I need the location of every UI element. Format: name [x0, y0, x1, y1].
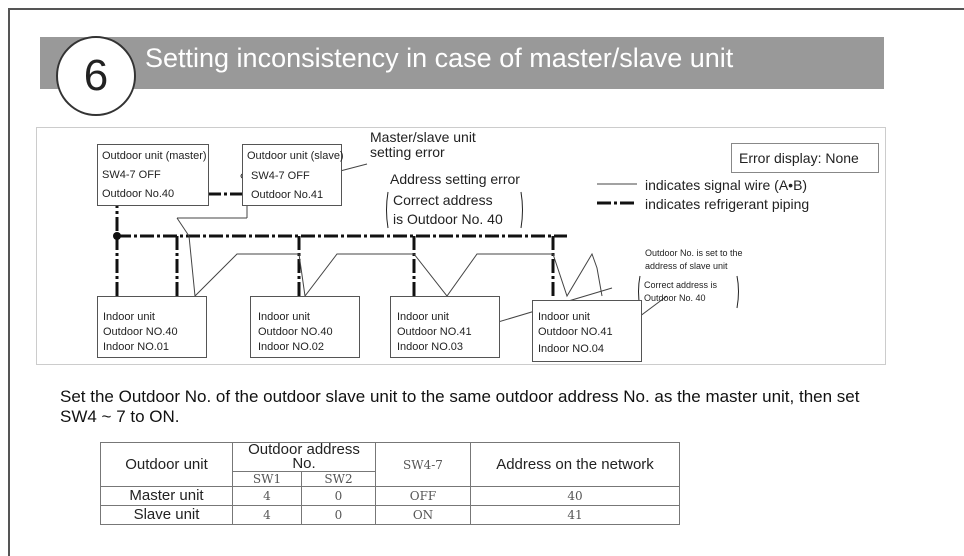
slave-outdoor-no: Outdoor No.41 — [251, 189, 324, 201]
row-unit: Master unit — [100, 486, 233, 506]
indoor-unit-3: Indoor unit Outdoor NO.41 Indoor NO.03 — [390, 296, 500, 358]
outdoor-master-box: Outdoor unit (master) SW4-7 OFF Outdoor … — [97, 144, 209, 206]
table-row: Master unit 4 0 OFF 40 — [100, 486, 680, 506]
indoor-unit-2: Indoor unit Outdoor NO.40 Indoor NO.02 — [250, 296, 360, 358]
header-outdoor-address: Outdoor address No. — [232, 442, 376, 472]
table-subheader-row: SW1 SW2 — [101, 471, 680, 487]
indoor-note-1: Outdoor No. is set to the — [645, 248, 743, 258]
header-sw2: SW2 — [301, 471, 376, 487]
indoor-note-4: Outdoor No. 40 — [644, 293, 706, 303]
row-sw47: OFF — [375, 486, 471, 506]
header-network: Address on the network — [470, 442, 680, 487]
indoor-note-2: address of slave unit — [645, 261, 728, 271]
slave-sw: SW4-7 OFF — [251, 170, 310, 182]
legend-marks — [597, 183, 637, 205]
indoor-unit-3-name: Indoor unit — [397, 311, 449, 323]
indoor-unit-2-name: Indoor unit — [258, 311, 310, 323]
indoor-unit-3-outdoor: Outdoor NO.41 — [397, 326, 472, 338]
table-row: Slave unit 4 0 ON 41 — [100, 505, 680, 525]
row-sw47: ON — [375, 505, 471, 525]
row-network: 40 — [470, 486, 680, 506]
master-outdoor-no: Outdoor No.40 — [102, 188, 175, 200]
table-header-row: Outdoor unit Outdoor address No. SW4-7 A… — [100, 442, 680, 487]
indoor-unit-1-name: Indoor unit — [103, 311, 155, 323]
indoor-unit-4-indoor: Indoor NO.04 — [538, 343, 605, 355]
page-frame — [8, 8, 964, 556]
outdoor-slave-box: Outdoor unit (slave) SW4-7 OFF Outdoor N… — [242, 144, 344, 206]
master-slave-error-label-2: setting error — [370, 144, 445, 160]
row-sw1: 4 — [232, 505, 302, 525]
address-error-label: Address setting error — [390, 171, 520, 187]
row-network: 41 — [470, 505, 680, 525]
indoor-note-3: Correct address is — [644, 280, 718, 290]
correct-address-value: is Outdoor No. 40 — [393, 211, 503, 227]
row-sw2: 0 — [301, 505, 376, 525]
indoor-unit-1-outdoor: Outdoor NO.40 — [103, 326, 178, 338]
master-slave-error-label: Master/slave unit — [370, 129, 476, 145]
master-title: Outdoor unit (master) — [102, 150, 207, 162]
indoor-unit-4-name: Indoor unit — [538, 311, 590, 323]
indoor-unit-4-outdoor: Outdoor NO.41 — [538, 326, 613, 338]
indoor-unit-1: Indoor unit Outdoor NO.40 Indoor NO.01 — [97, 296, 207, 358]
address-table: Outdoor unit Outdoor address No. SW4-7 A… — [100, 442, 680, 525]
indoor-unit-1-indoor: Indoor NO.01 — [103, 341, 170, 353]
error-display-box: Error display: None — [731, 143, 879, 173]
title-banner — [40, 37, 884, 89]
indoor-unit-4: Indoor unit Outdoor NO.41 Indoor NO.04 — [532, 300, 642, 362]
row-sw2: 0 — [301, 486, 376, 506]
row-unit: Slave unit — [100, 505, 233, 525]
page-title: Setting inconsistency in case of master/… — [145, 43, 734, 73]
indoor-unit-2-indoor: Indoor NO.02 — [258, 341, 325, 353]
slave-title: Outdoor unit (slave) — [247, 150, 344, 162]
indoor-unit-3-indoor: Indoor NO.03 — [397, 341, 464, 353]
header-sw1: SW1 — [232, 471, 302, 487]
correct-address-label: Correct address — [393, 192, 493, 208]
master-sw: SW4-7 OFF — [102, 169, 161, 181]
header-sw47: SW4-7 — [375, 442, 471, 487]
section-number: 6 — [56, 36, 136, 116]
header-outdoor-unit: Outdoor unit — [100, 442, 233, 487]
row-sw1: 4 — [232, 486, 302, 506]
wiring-diagram: Outdoor unit (master) SW4-7 OFF Outdoor … — [36, 127, 886, 365]
instruction-text: Set the Outdoor No. of the outdoor slave… — [60, 387, 860, 426]
legend-refrigerant: indicates refrigerant piping — [645, 196, 810, 212]
indoor-unit-2-outdoor: Outdoor NO.40 — [258, 326, 333, 338]
error-display: Error display: None — [739, 150, 859, 166]
refrigerant-piping — [115, 192, 567, 296]
piping-junction — [113, 232, 121, 240]
legend-signal: indicates signal wire (A•B) — [645, 177, 808, 193]
